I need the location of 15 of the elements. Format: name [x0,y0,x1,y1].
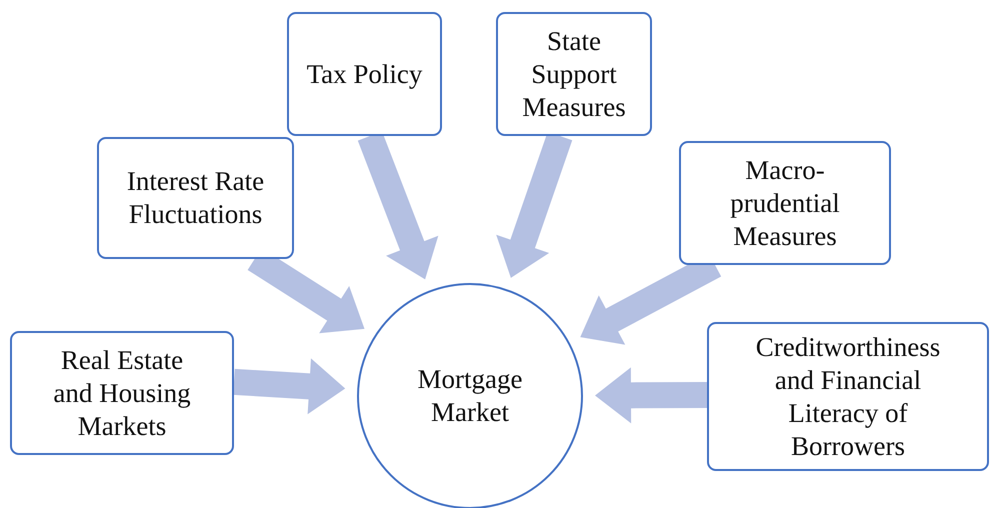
rounded-box [97,137,294,259]
node-label: State Support Measures [521,24,627,124]
node-label: Tax Policy [306,58,422,90]
node-label: Real Estate and Housing Markets [52,344,192,442]
rounded-box [679,141,891,265]
block-arrow [233,358,346,414]
rounded-box [10,331,234,455]
node-label: Mortgage Market [416,363,524,429]
rounded-box [496,12,652,136]
rounded-box [287,12,442,136]
block-arrow [595,367,708,424]
node-label: Macro-prudential Measures [729,154,841,252]
rounded-box [707,322,989,471]
node-label: Interest Rate Fluctuations [126,165,266,231]
node-label: Creditworthiness and Financial Literacy of Borrowers [754,330,942,462]
